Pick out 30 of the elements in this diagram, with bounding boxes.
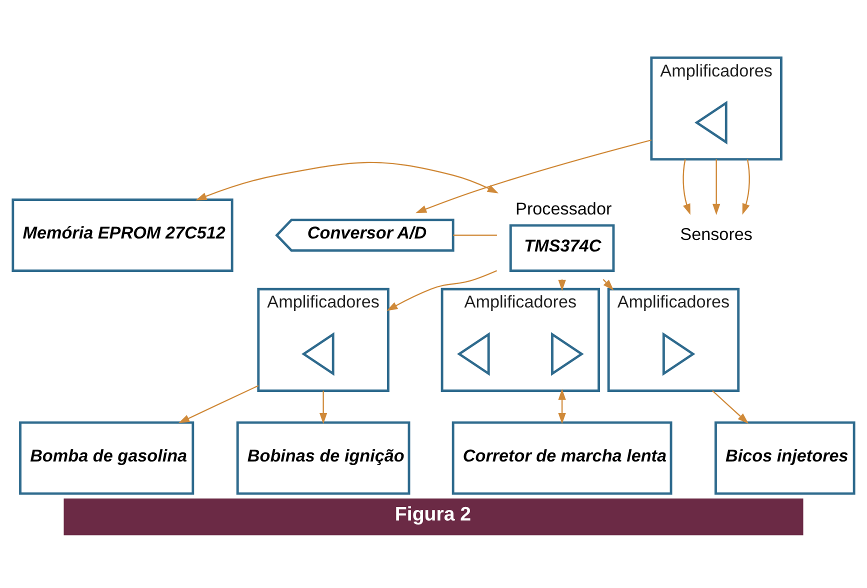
arrow [682, 159, 690, 215]
arrow [178, 385, 259, 424]
node-label: Processador [516, 198, 612, 219]
arrow [319, 390, 328, 424]
node-box: Memória EPROM 27C512 [12, 198, 234, 272]
cluster: Amplificadores [650, 56, 782, 161]
node-triangle [457, 332, 490, 376]
node-box: Bomba de gasolina [19, 421, 194, 495]
arrow [386, 270, 498, 311]
arrow [416, 139, 652, 214]
arrow [196, 162, 499, 200]
arrow [602, 279, 614, 290]
arrow [712, 159, 720, 215]
node-triangle [302, 332, 334, 376]
node-box: Bobinas de ignição [236, 421, 410, 495]
caption: Figura 2 [394, 503, 472, 526]
node-box: TMS374C [509, 224, 615, 272]
node-triangle [694, 100, 728, 144]
node-triangle [551, 332, 584, 376]
arrow [742, 159, 750, 215]
arrow [712, 390, 749, 424]
arrow [558, 388, 566, 424]
cluster: Amplificadores [257, 288, 390, 392]
node-box: Bicos injetores [714, 421, 856, 495]
cluster: Amplificadores [607, 288, 740, 392]
node-triangle [662, 332, 696, 376]
node-box: Corretor de marcha lenta [452, 421, 672, 495]
cluster: Amplificadores [440, 288, 600, 392]
node-text: Sensores [680, 224, 753, 244]
connector [453, 234, 497, 236]
